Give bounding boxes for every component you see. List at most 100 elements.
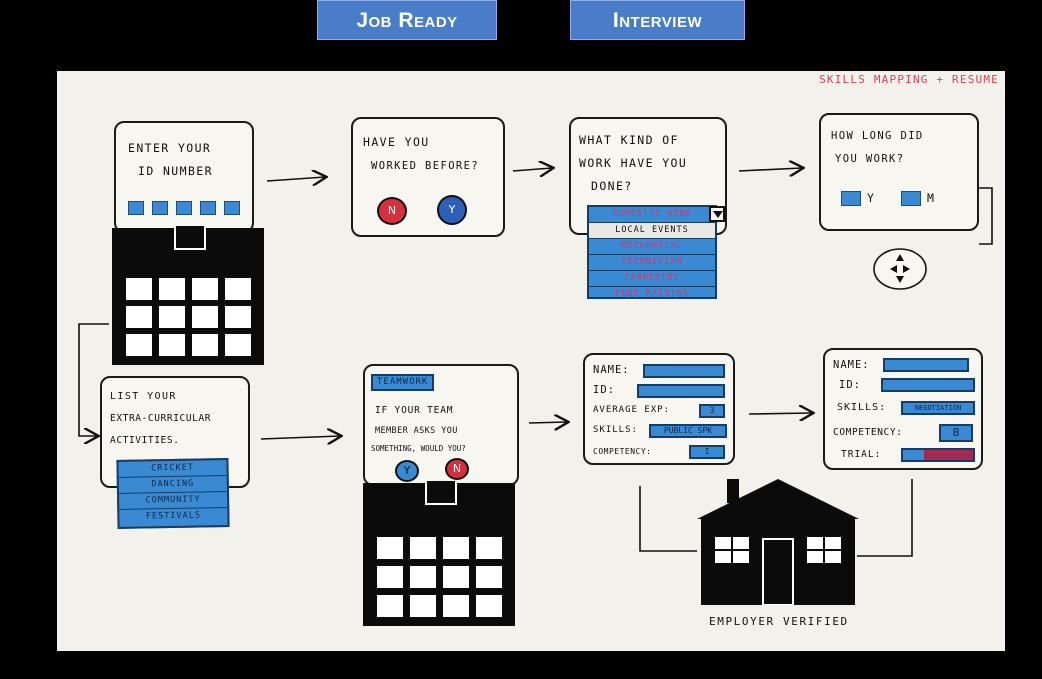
id-digit-box[interactable]: [200, 201, 216, 215]
keypad-key[interactable]: [126, 306, 152, 328]
keypad-key[interactable]: [159, 334, 185, 356]
id-digit-box[interactable]: [152, 201, 168, 215]
trial-progress: [901, 448, 975, 462]
avg-exp-label: Average Exp:: [593, 405, 671, 415]
keypad-key[interactable]: [476, 595, 502, 617]
trial-label: Trial:: [841, 449, 882, 460]
id-field[interactable]: [881, 378, 975, 392]
competency-field[interactable]: I: [689, 445, 725, 459]
teamwork-card: Teamwork If your team member asks you so…: [363, 364, 519, 486]
id-field[interactable]: [637, 384, 725, 398]
keypad-key[interactable]: [225, 334, 251, 356]
worked-before-card: Have you worked before? N Y: [351, 117, 505, 237]
list-item[interactable]: Local events: [589, 223, 715, 239]
tab-job-ready[interactable]: Job Ready: [317, 0, 497, 40]
teamwork-line2: member asks you: [375, 426, 458, 436]
teamwork-line1: If your team: [375, 405, 454, 416]
keypad-key[interactable]: [126, 334, 152, 356]
keypad-device: [112, 226, 264, 365]
tab-interview[interactable]: Interview: [570, 0, 745, 40]
id-label: ID:: [839, 379, 861, 391]
flow-arrows: [78, 71, 993, 557]
id-digit-box[interactable]: [128, 201, 144, 215]
id-card-line1: Enter your: [128, 141, 212, 155]
id-label: ID:: [593, 384, 615, 396]
competency-label: Competency:: [833, 427, 903, 438]
years-input[interactable]: [841, 191, 861, 206]
activities-list[interactable]: Cricket Dancing Community Festivals: [116, 458, 230, 529]
sketch-board: Skills Mapping + Resume Enter your ID Nu…: [57, 71, 1005, 651]
keypad-key[interactable]: [377, 537, 403, 559]
skills-label: Skills:: [593, 425, 638, 435]
activities-line1: List your: [110, 391, 177, 402]
worked-card-line2: worked before?: [371, 160, 480, 172]
name-label: Name:: [593, 364, 630, 376]
chevron-down-icon: [713, 211, 723, 218]
no-button[interactable]: N: [445, 458, 469, 480]
list-item[interactable]: Domestic work: [589, 207, 715, 223]
keypad-key[interactable]: [225, 306, 251, 328]
keypad-key[interactable]: [443, 595, 469, 617]
keypad-key[interactable]: [192, 306, 218, 328]
employer-house-icon: [697, 479, 859, 605]
duration-line2: you work?: [835, 153, 905, 165]
months-input[interactable]: [901, 191, 921, 206]
no-button[interactable]: N: [377, 197, 407, 225]
activities-line2: extra-curricular: [110, 413, 212, 424]
months-label: M: [927, 191, 936, 205]
work-kind-dropdown[interactable]: Domestic work Local events Mechanical Te…: [587, 205, 717, 299]
list-item[interactable]: Festivals: [145, 510, 202, 522]
competency-field[interactable]: B: [939, 424, 973, 442]
id-digit-box[interactable]: [224, 201, 240, 215]
skills-field[interactable]: Public SPK: [649, 424, 727, 438]
years-label: Y: [867, 191, 876, 205]
keypad-device: [363, 481, 515, 626]
id-digit-box[interactable]: [176, 201, 192, 215]
skills-field[interactable]: Negotiation: [901, 401, 975, 415]
list-item[interactable]: Technician: [589, 255, 715, 271]
activities-line3: activities.: [110, 435, 180, 446]
id-card-line2: ID Number: [138, 164, 213, 178]
list-item[interactable]: Mechanical: [589, 239, 715, 255]
teamwork-line3: something, would you?: [371, 444, 466, 453]
id-number-card: Enter your ID Number: [114, 121, 254, 233]
keypad-key[interactable]: [225, 278, 251, 300]
work-duration-card: How long did you work? Y M: [819, 113, 979, 231]
yes-button[interactable]: Y: [437, 195, 467, 225]
avg-exp-field[interactable]: 3: [699, 404, 725, 418]
keypad-key[interactable]: [377, 595, 403, 617]
skills-label: Skills:: [837, 402, 887, 413]
worked-card-line1: Have you: [363, 135, 430, 149]
teamwork-tag: Teamwork: [371, 374, 435, 391]
corner-label: Skills Mapping + Resume: [819, 73, 999, 86]
keypad-key[interactable]: [476, 537, 502, 559]
work-kind-line1: What kind of: [579, 133, 679, 147]
name-field[interactable]: [883, 358, 969, 372]
employer-verified-card: Name: ID: Skills: Negotiation Competency…: [823, 348, 983, 470]
employer-verified-label: Employer Verified: [709, 615, 849, 628]
list-item[interactable]: Carpentry: [589, 271, 715, 287]
duration-line1: How long did: [831, 130, 924, 142]
yes-button[interactable]: Y: [395, 460, 419, 482]
keypad-key[interactable]: [476, 566, 502, 588]
list-item[interactable]: Dancing: [118, 476, 227, 494]
keypad-key[interactable]: [192, 334, 218, 356]
keypad-key[interactable]: [192, 278, 218, 300]
keypad-key[interactable]: [126, 278, 152, 300]
keypad-key[interactable]: [377, 566, 403, 588]
keypad-key[interactable]: [443, 566, 469, 588]
keypad-key[interactable]: [410, 595, 436, 617]
keypad-key[interactable]: [410, 566, 436, 588]
work-kind-line2: work have you: [579, 156, 688, 170]
keypad-key[interactable]: [443, 537, 469, 559]
work-kind-line3: done?: [591, 179, 633, 193]
list-item[interactable]: Community: [118, 492, 228, 510]
keypad-key[interactable]: [159, 278, 185, 300]
list-item[interactable]: Cricket: [118, 460, 227, 478]
keypad-key[interactable]: [410, 537, 436, 559]
keypad-key[interactable]: [159, 306, 185, 328]
name-field[interactable]: [643, 364, 725, 378]
list-item[interactable]: Fund raising: [615, 289, 689, 299]
dropdown-toggle[interactable]: [709, 206, 725, 222]
name-label: Name:: [833, 359, 870, 371]
